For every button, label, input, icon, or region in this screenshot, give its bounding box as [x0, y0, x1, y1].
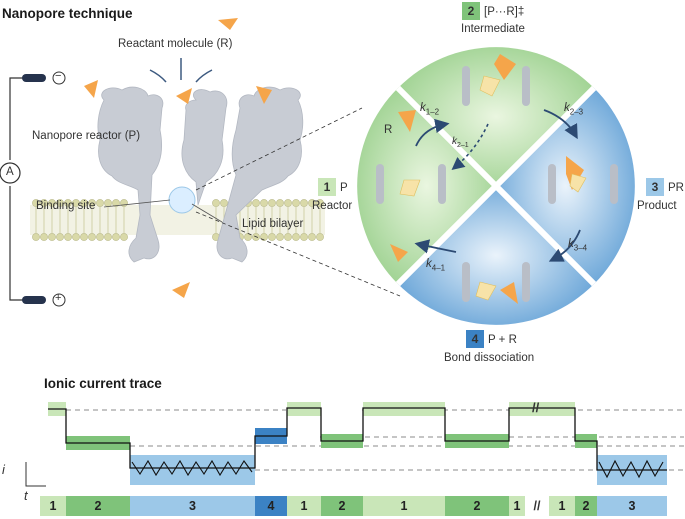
state1-desc: Reactor [312, 200, 353, 212]
state-seg-5: 1 [287, 496, 321, 516]
state-seg-1: 1 [40, 496, 66, 516]
rate-k21: k2–1 [452, 136, 469, 149]
state-seg-10: 1 [549, 496, 575, 516]
state-seg-3: 3 [130, 496, 255, 516]
positive-electrode [22, 296, 46, 304]
quadrant-reactor [357, 88, 496, 284]
rate-k12: k1–2 [420, 102, 439, 116]
state2-number: 2 [462, 2, 480, 20]
nanopore-reactor-label: Nanopore reactor (P) [32, 130, 141, 142]
rate-k34-sub: 3–4 [573, 243, 588, 253]
rate-k12-base: k [420, 102, 426, 114]
state3-name: PR [668, 182, 684, 194]
rate-k21-base: k [452, 136, 457, 147]
rate-k41-sub: 4–1 [431, 263, 446, 273]
nanopore-protein [97, 86, 304, 263]
plus-sign-icon [52, 293, 66, 307]
state3-desc: Product [637, 200, 677, 212]
state4-number: 4 [466, 330, 484, 348]
rate-k41-base: k [426, 258, 432, 270]
state-seg-8: 2 [445, 496, 509, 516]
rate-k34-base: k [568, 238, 574, 250]
reactant-r-label: R [384, 124, 393, 136]
rate-k41: k4–1 [426, 258, 445, 272]
quadrant-product [496, 88, 635, 284]
rate-k23-sub: 2–3 [569, 107, 584, 117]
state-seg-11: 2 [575, 496, 597, 516]
ionic-current-title: Ionic current trace [44, 376, 162, 391]
state4-label: 4 P + R [466, 330, 517, 348]
reaction-cycle-diagram [357, 47, 635, 325]
reactant-molecule-icons [84, 18, 272, 298]
minus-sign-icon [52, 71, 66, 85]
rate-k23-base: k [564, 102, 570, 114]
reactant-molecule-label: Reactant molecule (R) [118, 38, 233, 50]
state4-desc: Bond dissociation [444, 352, 535, 364]
state-seg-7: 1 [363, 496, 445, 516]
state-seg-break: // [525, 496, 549, 516]
plus-sign: + [55, 292, 62, 304]
state1-number: 1 [318, 178, 336, 196]
quadrant-intermediate [398, 47, 594, 186]
lipid-bilayer-label: Lipid bilayer [242, 218, 304, 230]
state3-label: 3 PR [646, 178, 684, 196]
state1-name: P [340, 182, 348, 194]
state-seg-12: 3 [597, 496, 667, 516]
state-seg-4: 4 [255, 496, 287, 516]
incoming-arrows [149, 58, 213, 83]
state-seg-9: 1 [509, 496, 525, 516]
axis-t-label: t [24, 488, 28, 503]
rate-k21-sub: 2–1 [457, 142, 469, 149]
ionic-current-trace [25, 402, 684, 487]
quadrant-dissociation [398, 186, 594, 325]
state-seg-2: 2 [66, 496, 130, 516]
rate-k12-sub: 1–2 [425, 107, 440, 117]
state2-desc: Intermediate [461, 23, 525, 35]
state2-name: [P···R]‡ [484, 6, 525, 18]
state3-number: 3 [646, 178, 664, 196]
minus-sign: − [55, 70, 62, 82]
state-seg-6: 2 [321, 496, 363, 516]
binding-site-bubble [168, 186, 196, 214]
axis-i-label: i [2, 462, 5, 477]
state4-name: P + R [488, 334, 517, 346]
nanopore-technique-title: Nanopore technique [2, 6, 133, 21]
binding-site-label: Binding site [36, 200, 96, 212]
rate-k23: k2–3 [564, 102, 583, 116]
state2-label: 2 [P···R]‡ [462, 2, 524, 20]
ammeter-label: A [6, 166, 14, 178]
trace-break-label: // [532, 400, 540, 415]
rate-k34: k3–4 [568, 238, 587, 252]
negative-electrode [22, 74, 46, 82]
ammeter-icon [0, 162, 21, 184]
